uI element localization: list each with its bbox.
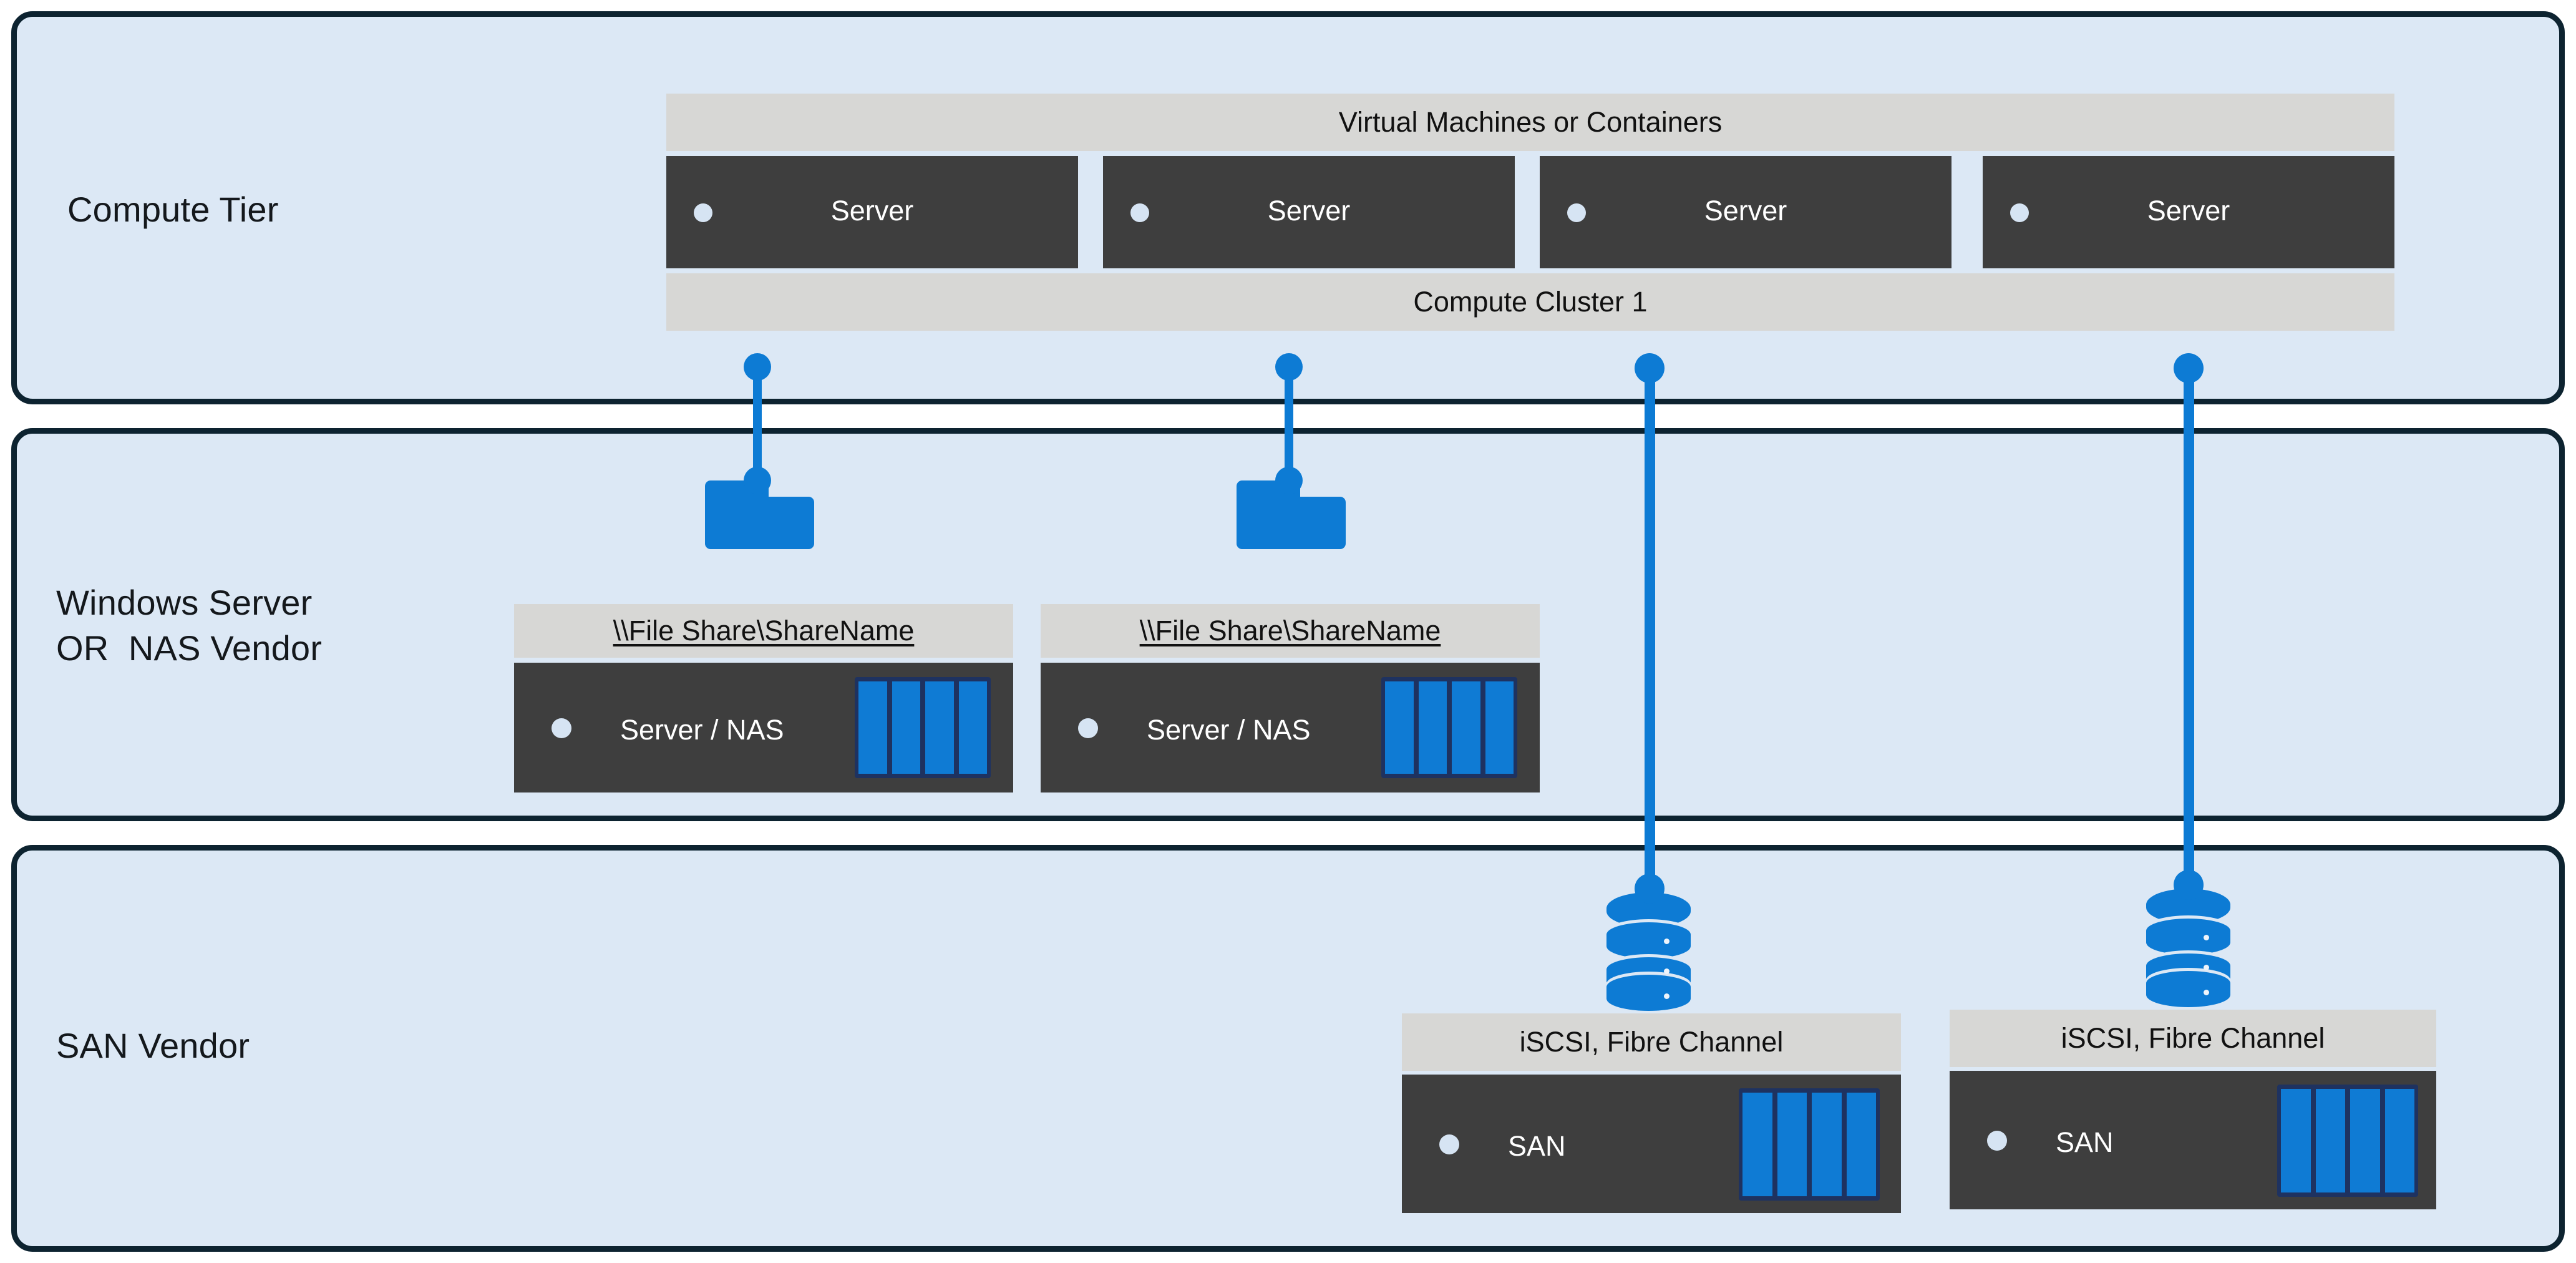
san-node-2-header-label: iSCSI, Fibre Channel: [2061, 1022, 2325, 1054]
db-indicator-2: [2204, 965, 2209, 970]
connector-server4-san2: [2184, 361, 2194, 887]
tier-label-fileshare: Windows Server OR NAS Vendor: [56, 583, 323, 668]
status-led-icon: [1439, 1134, 1459, 1154]
fileshare-node-2-header: \\File Share\ShareName: [1041, 604, 1540, 658]
compute-footer-band: Compute Cluster 1: [666, 273, 2394, 331]
tier-label-compute: Compute Tier: [67, 190, 279, 229]
fileshare-node-1-device-label: Server / NAS: [620, 714, 784, 746]
status-led-icon: [1987, 1131, 2007, 1151]
connector-endpoint-bottom: [2174, 870, 2204, 900]
compute-header-band: Virtual Machines or Containers: [666, 94, 2394, 151]
db-indicator-3: [1664, 993, 1670, 999]
san-node-2-header: iSCSI, Fibre Channel: [1950, 1010, 2436, 1067]
fileshare-node-1-header: \\File Share\ShareName: [514, 604, 1013, 658]
drive-bays-icon: [2277, 1085, 2418, 1197]
status-led-icon: [694, 203, 712, 222]
compute-server-1-label: Server: [830, 195, 914, 227]
compute-server-3-label: Server: [1704, 195, 1787, 227]
fileshare-node-1-device[interactable]: Server / NAS: [514, 663, 1013, 792]
connector-endpoint-top: [2174, 353, 2204, 383]
connector-server3-san1: [1645, 361, 1655, 891]
db-indicator-3: [2204, 990, 2209, 995]
san-node-1-header: iSCSI, Fibre Channel: [1402, 1013, 1901, 1071]
db-disc-1: [2146, 919, 2230, 955]
status-led-icon: [1130, 203, 1149, 222]
connector-endpoint-top: [1635, 353, 1665, 383]
db-disc-3: [2146, 971, 2230, 1007]
status-led-icon: [2010, 203, 2029, 222]
san-node-2-device-label: SAN: [2056, 1126, 2114, 1158]
san-node-1-header-label: iSCSI, Fibre Channel: [1519, 1026, 1784, 1058]
compute-server-1[interactable]: Server: [666, 156, 1078, 268]
connector-endpoint-top: [744, 353, 771, 381]
db-indicator-2: [1664, 968, 1670, 974]
status-led-icon: [1078, 718, 1098, 738]
fileshare-node-2-header-label: \\File Share\ShareName: [1139, 615, 1441, 646]
compute-server-3[interactable]: Server: [1540, 156, 1951, 268]
db-disc-3: [1606, 975, 1691, 1011]
fileshare-node-2-device[interactable]: Server / NAS: [1041, 663, 1540, 792]
compute-server-4-label: Server: [2147, 195, 2230, 227]
san-node-2-device[interactable]: SAN: [1950, 1071, 2436, 1209]
fileshare-node-1-header-label: \\File Share\ShareName: [613, 615, 915, 646]
drive-bays-icon: [1381, 677, 1517, 778]
drive-bays-icon: [1739, 1088, 1880, 1201]
connector-endpoint-top: [1275, 353, 1303, 381]
compute-server-2[interactable]: Server: [1103, 156, 1515, 268]
status-led-icon: [1567, 203, 1586, 222]
compute-server-4[interactable]: Server: [1983, 156, 2394, 268]
database-icon: [2146, 889, 2230, 1007]
san-node-1-device[interactable]: SAN: [1402, 1075, 1901, 1213]
compute-footer-label: Compute Cluster 1: [1413, 286, 1648, 318]
database-icon: [1606, 892, 1691, 1011]
san-node-1-device-label: SAN: [1508, 1130, 1566, 1162]
db-disc-1: [1606, 922, 1691, 958]
tier-label-san: SAN Vendor: [56, 1026, 250, 1065]
connector-endpoint-bottom: [1635, 874, 1665, 904]
db-indicator-1: [1664, 939, 1670, 944]
compute-header-label: Virtual Machines or Containers: [1338, 106, 1723, 138]
compute-server-2-label: Server: [1267, 195, 1351, 227]
fileshare-node-2-device-label: Server / NAS: [1147, 714, 1311, 746]
status-led-icon: [552, 718, 571, 738]
drive-bays-icon: [855, 677, 991, 778]
db-indicator-1: [2204, 935, 2209, 940]
connector-endpoint-bottom: [1275, 467, 1303, 494]
connector-endpoint-bottom: [744, 467, 771, 494]
